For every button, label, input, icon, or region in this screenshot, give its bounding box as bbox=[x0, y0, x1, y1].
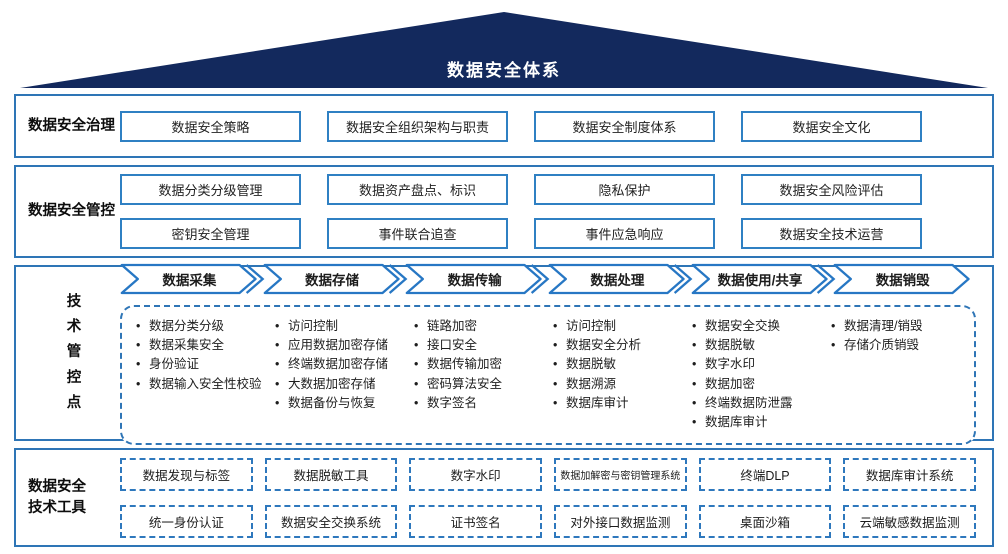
tech-point-item: 访问控制 bbox=[551, 317, 690, 335]
chevron-stage-processing: 数据处理 bbox=[548, 263, 691, 295]
control-box: 隐私保护 bbox=[534, 174, 715, 205]
tech-points-vertical-text: 技术管控点 bbox=[66, 293, 82, 412]
section-governance-content: 数据安全策略 数据安全组织架构与职责 数据安全制度体系 数据安全文化 bbox=[120, 110, 980, 142]
tools-label-text: 数据安全技术工具 bbox=[28, 479, 86, 516]
section-tools: 数据安全技术工具 数据发现与标签 数据脱敏工具 数字水印 数据加解密与密钥管理系… bbox=[14, 448, 994, 547]
section-control: 数据安全管控 数据分类分级管理 数据资产盘点、标识 隐私保护 数据安全风险评估 … bbox=[14, 165, 994, 258]
chevron-stage-collect: 数据采集 bbox=[120, 263, 263, 295]
tool-box: 数据库审计系统 bbox=[843, 457, 976, 491]
tool-box: 证书签名 bbox=[409, 504, 542, 538]
tech-point-item: 数据安全分析 bbox=[551, 336, 690, 354]
chevron-stage-label: 数据传输 bbox=[447, 273, 502, 289]
chevron-arrow-icon bbox=[833, 263, 976, 295]
tech-point-item: 终端数据加密存储 bbox=[273, 355, 412, 373]
tech-point-item: 存储介质销毁 bbox=[829, 336, 968, 354]
tech-point-item: 数据溯源 bbox=[551, 375, 690, 393]
control-box-row-2: 密钥安全管理 事件联合追查 事件应急响应 数据安全技术运营 bbox=[120, 218, 980, 249]
governance-box: 数据安全制度体系 bbox=[534, 110, 715, 142]
chevron-arrow-icon bbox=[691, 263, 834, 295]
section-control-label: 数据安全管控 bbox=[28, 203, 115, 220]
chevron-stage-storage: 数据存储 bbox=[263, 263, 406, 295]
tech-points-column-collect: 数据分类分级 数据采集安全 身份验证 数据输入安全性校验 bbox=[134, 316, 273, 432]
section-tech-points-content: 数据采集 数据存储 数据传输 数据处理 数据使用/共享 bbox=[120, 261, 980, 445]
tool-box: 数据安全交换系统 bbox=[264, 504, 398, 538]
tech-point-item: 数据采集安全 bbox=[134, 336, 273, 354]
control-box-row-1: 数据分类分级管理 数据资产盘点、标识 隐私保护 数据安全风险评估 bbox=[120, 174, 980, 205]
tool-box: 数据加解密与密钥管理系统 bbox=[554, 457, 687, 491]
tech-point-item: 数据加密 bbox=[690, 375, 829, 393]
chevron-arrow-icon bbox=[405, 263, 548, 295]
chevron-stage-destruction: 数据销毁 bbox=[833, 263, 976, 295]
control-box: 数据安全技术运营 bbox=[741, 218, 922, 249]
tech-points-column-storage: 访问控制 应用数据加密存储 终端数据加密存储 大数据加密存储 数据备份与恢复 bbox=[273, 316, 412, 432]
chevron-arrow-icon bbox=[263, 263, 406, 295]
tech-points-column-transfer: 链路加密 接口安全 数据传输加密 密码算法安全 数字签名 bbox=[412, 316, 551, 432]
chevron-stage-transfer: 数据传输 bbox=[405, 263, 548, 295]
chevron-stage-label: 数据销毁 bbox=[875, 273, 930, 289]
tech-point-item: 数据分类分级 bbox=[134, 317, 273, 335]
tech-points-column-usage: 数据安全交换 数据脱敏 数字水印 数据加密 终端数据防泄露 数据库审计 bbox=[690, 316, 829, 432]
control-box: 数据安全风险评估 bbox=[741, 174, 922, 205]
tech-point-item: 身份验证 bbox=[134, 355, 273, 373]
chevron-stage-label: 数据存储 bbox=[305, 273, 359, 289]
tool-box: 数字水印 bbox=[409, 457, 542, 491]
chevron-arrow-icon bbox=[120, 263, 263, 295]
control-box: 数据分类分级管理 bbox=[120, 174, 301, 205]
section-tech-points: 技术管控点 数据采集 数据存储 数据传输 数据处理 bbox=[14, 265, 994, 445]
tool-box: 数据脱敏工具 bbox=[264, 457, 398, 491]
tech-point-item: 数据库审计 bbox=[551, 394, 690, 412]
governance-box: 数据安全策略 bbox=[120, 110, 301, 142]
tech-point-item: 数字水印 bbox=[690, 355, 829, 373]
tool-box: 数据发现与标签 bbox=[120, 457, 253, 491]
tech-point-item: 数据备份与恢复 bbox=[273, 394, 412, 412]
control-box: 事件应急响应 bbox=[534, 218, 715, 249]
governance-box-row: 数据安全策略 数据安全组织架构与职责 数据安全制度体系 数据安全文化 bbox=[120, 110, 980, 142]
tool-box: 云端敏感数据监测 bbox=[843, 504, 976, 538]
tech-points-column-processing: 访问控制 数据安全分析 数据脱敏 数据溯源 数据库审计 bbox=[551, 316, 690, 432]
tech-point-item: 数据库审计 bbox=[690, 413, 829, 431]
control-box: 事件联合追查 bbox=[327, 218, 508, 249]
control-box: 数据资产盘点、标识 bbox=[327, 174, 508, 205]
tool-box: 桌面沙箱 bbox=[698, 504, 832, 538]
tool-box: 统一身份认证 bbox=[120, 504, 253, 538]
control-box: 密钥安全管理 bbox=[120, 218, 301, 249]
tools-grid: 数据发现与标签 数据脱敏工具 数字水印 数据加解密与密钥管理系统 终端DLP 数… bbox=[120, 457, 980, 538]
governance-box: 数据安全组织架构与职责 bbox=[327, 110, 508, 142]
section-tech-points-label: 技术管控点 bbox=[28, 290, 120, 417]
section-tools-content: 数据发现与标签 数据脱敏工具 数字水印 数据加解密与密钥管理系统 终端DLP 数… bbox=[120, 457, 980, 538]
tech-point-item: 应用数据加密存储 bbox=[273, 336, 412, 354]
tech-points-column-destruction: 数据清理/销毁 存储介质销毁 bbox=[829, 316, 968, 432]
tech-point-item: 数据脱敏 bbox=[551, 355, 690, 373]
tech-point-item: 接口安全 bbox=[412, 336, 551, 354]
tool-box: 终端DLP bbox=[698, 457, 832, 491]
tech-point-item: 访问控制 bbox=[273, 317, 412, 335]
chevron-stage-label: 数据采集 bbox=[162, 273, 217, 289]
diagram-title: 数据安全体系 bbox=[447, 61, 561, 80]
roof-banner: 数据安全体系 bbox=[20, 12, 988, 88]
section-governance: 数据安全治理 数据安全策略 数据安全组织架构与职责 数据安全制度体系 数据安全文… bbox=[14, 94, 994, 158]
tool-box: 对外接口数据监测 bbox=[554, 504, 687, 538]
tech-point-item: 数据清理/销毁 bbox=[829, 317, 968, 335]
tech-point-item: 数据传输加密 bbox=[412, 355, 551, 373]
tech-point-item: 终端数据防泄露 bbox=[690, 394, 829, 412]
section-tools-label: 数据安全技术工具 bbox=[28, 477, 120, 518]
chevron-arrow-icon bbox=[548, 263, 691, 295]
tech-point-item: 大数据加密存储 bbox=[273, 375, 412, 393]
section-governance-label: 数据安全治理 bbox=[28, 117, 115, 134]
tech-point-item: 数据输入安全性校验 bbox=[134, 375, 273, 393]
tech-point-item: 数据脱敏 bbox=[690, 336, 829, 354]
governance-box: 数据安全文化 bbox=[741, 110, 922, 142]
tech-point-item: 数字签名 bbox=[412, 394, 551, 412]
tech-point-item: 密码算法安全 bbox=[412, 375, 551, 393]
tech-points-panel: 数据分类分级 数据采集安全 身份验证 数据输入安全性校验 访问控制 应用数据加密… bbox=[120, 305, 976, 445]
chevron-stage-label: 数据使用/共享 bbox=[717, 273, 803, 289]
chevron-stage-usage-sharing: 数据使用/共享 bbox=[691, 263, 834, 295]
chevron-stage-label: 数据处理 bbox=[590, 273, 645, 289]
lifecycle-chevron-row: 数据采集 数据存储 数据传输 数据处理 数据使用/共享 bbox=[120, 263, 976, 295]
tech-point-item: 链路加密 bbox=[412, 317, 551, 335]
tech-point-item: 数据安全交换 bbox=[690, 317, 829, 335]
section-control-content: 数据分类分级管理 数据资产盘点、标识 隐私保护 数据安全风险评估 密钥安全管理 … bbox=[120, 174, 980, 249]
